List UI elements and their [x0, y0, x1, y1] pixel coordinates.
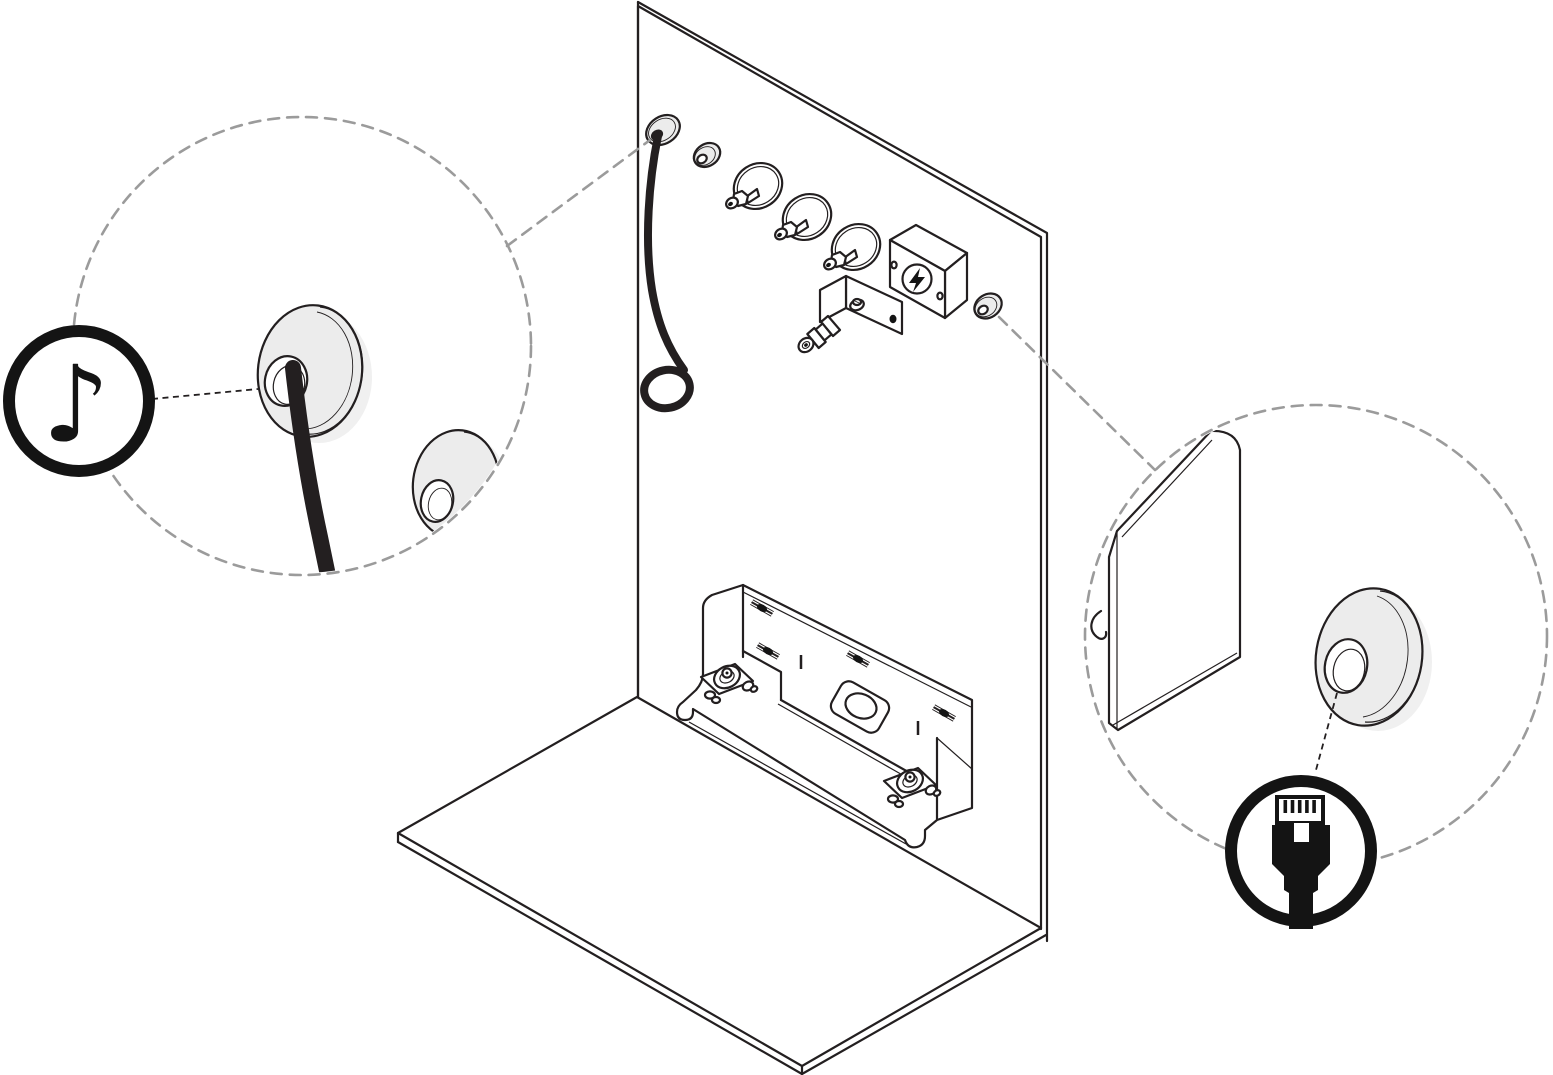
rail-fold-line	[779, 698, 912, 775]
small-grommet	[692, 141, 722, 169]
music-note-icon: ♪	[42, 343, 110, 466]
fitting-band-1	[819, 314, 842, 338]
cable-loop	[640, 365, 694, 413]
rail-shelf-edge	[741, 649, 783, 702]
ethernet-pin	[1312, 800, 1316, 813]
network-grommet-hole	[1323, 638, 1369, 694]
network-grommet-rim	[1364, 590, 1424, 723]
cable-grommet-with-cable	[640, 113, 694, 413]
ethernet-plug-notch	[1294, 823, 1309, 842]
second-grommet-body	[411, 429, 501, 539]
bracket-bend	[818, 274, 848, 324]
rail-right-cap-top	[936, 737, 973, 770]
network-grommet-hole	[977, 304, 989, 316]
network-grommet-hole-inner	[1332, 648, 1366, 692]
network-grommet-callout	[1083, 403, 1549, 929]
lightning-bolt-icon	[909, 268, 925, 292]
network-grommet-rim-2	[1362, 595, 1409, 718]
tablet-outline	[1107, 429, 1242, 732]
mounting-rail	[675, 583, 974, 849]
leader-ethernet-icon	[1315, 692, 1338, 771]
power-box-screw-hole	[890, 260, 898, 270]
rail-flange-inner	[688, 721, 907, 845]
network-grommet	[973, 292, 1003, 320]
bracket-screw-slot	[852, 299, 862, 305]
leader-music-icon	[151, 388, 259, 400]
wall-outer-edge	[636, 0, 1049, 943]
ethernet-pin	[1297, 800, 1302, 813]
power-box	[888, 223, 969, 320]
ethernet-pin	[1290, 800, 1295, 813]
callout-circle-left	[71, 115, 533, 577]
music-icon-ring	[3, 325, 155, 477]
ethernet-pin	[1305, 800, 1309, 813]
ethernet-plug-icon	[1272, 795, 1330, 929]
tablet-bottom-edge	[1112, 652, 1238, 726]
small-grommet-hole	[696, 153, 708, 165]
grommet-rim	[648, 117, 676, 143]
audio-cable	[285, 360, 339, 573]
grommet-rim-contour-2	[303, 311, 354, 430]
audio-grommet-callout: ♪	[3, 115, 533, 577]
tablet-clip-hook	[1090, 609, 1108, 640]
second-grommet-hole-inner	[427, 487, 453, 521]
floor-panel	[396, 695, 1048, 1075]
ethernet-pin	[1283, 800, 1288, 813]
leader-right-callout	[997, 315, 1157, 472]
rail-fold-line-2	[777, 703, 907, 778]
power-box-screw-hole	[936, 291, 944, 301]
fitting-band-3	[806, 326, 827, 350]
fitting-tip-hole	[804, 343, 808, 347]
rail-cutout-hole	[844, 692, 878, 720]
tablet-bevel-line	[1121, 439, 1213, 538]
ethernet-plug-body	[1272, 825, 1330, 929]
hanging-cable	[644, 132, 688, 374]
rail-top-hem	[742, 591, 972, 708]
tablet-device	[1090, 429, 1242, 732]
grommet-rim-contour	[305, 306, 364, 435]
bracket-hole	[889, 314, 897, 324]
fitting-tip-ring	[801, 340, 811, 350]
leader-left-callout	[505, 138, 652, 248]
valve-bracket	[797, 274, 904, 354]
